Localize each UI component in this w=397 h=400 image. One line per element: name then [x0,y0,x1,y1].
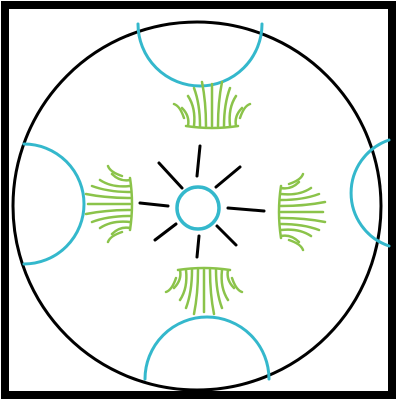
ray-southeast [217,226,236,245]
edge-arc-right [351,140,389,246]
ray-northwest [159,163,182,188]
ray-southwest [155,224,176,240]
ray-north [197,146,200,176]
plume-right [279,174,325,250]
ray-east [228,208,264,211]
edge-arc-top [138,24,262,86]
ray-west [140,203,168,206]
edge-arc-bottom [145,317,269,379]
edge-arc-left [24,144,84,264]
plume-top [174,82,250,128]
plume-left [86,166,132,242]
ray-northeast [216,167,240,187]
center-circle [177,187,219,229]
plume-bottom [166,268,242,314]
ray-south [197,236,199,257]
